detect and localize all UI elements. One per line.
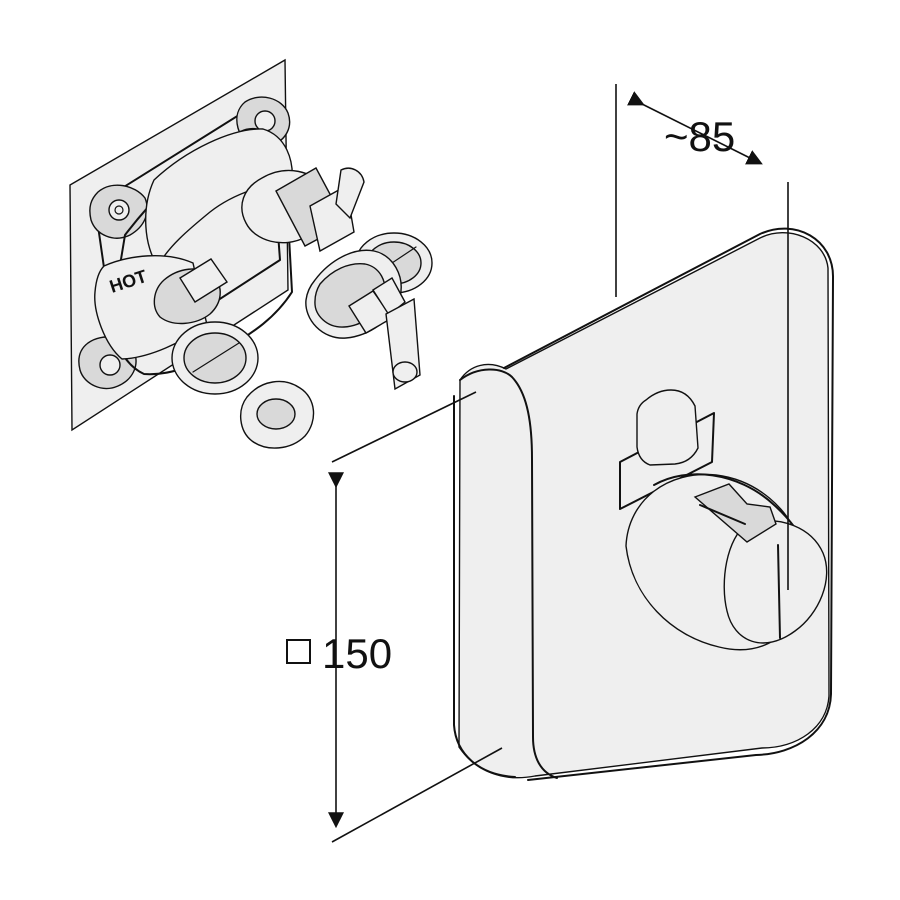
dimension-square: 150 [286, 391, 503, 843]
square-symbol-icon [286, 639, 311, 664]
trim-plate [453, 227, 835, 781]
square-dimension-label: 150 [322, 630, 392, 677]
dimension-depth: ~85 [615, 84, 789, 590]
depth-dimension-label: ~85 [664, 113, 735, 160]
rough-in-valve: HOT [69, 58, 433, 449]
